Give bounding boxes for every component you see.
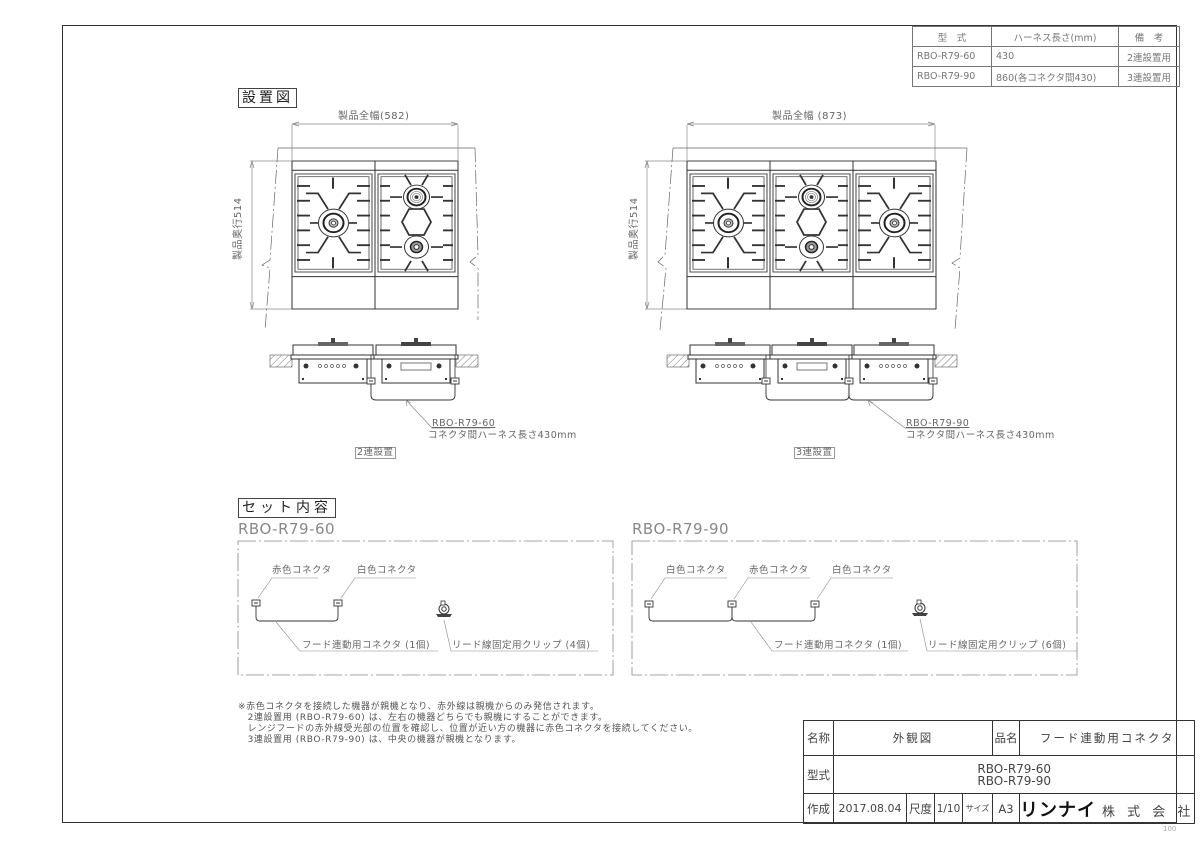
two-unit-leader-model: RBO-R79-60 — [432, 418, 496, 429]
kit60-connector-red: 赤色コネクタ — [272, 565, 332, 576]
size-label: サイズ — [962, 793, 993, 824]
header-remarks: 備 考 — [1118, 26, 1180, 47]
kit60-harness: フード連動用コネクタ (1個) — [302, 640, 431, 651]
header-harness-length: ハーネス長さ(mm) — [991, 26, 1119, 47]
model-values: RBO-R79-60 RBO-R79-90 — [832, 755, 1196, 794]
kit90-model: RBO-R79-90 — [632, 520, 730, 538]
section-title-set-contents: セット内容 — [238, 498, 336, 518]
note-line: レンジフードの赤外線受光部の位置を確認し、位置が近い方の機器に赤色コネクタを接続… — [238, 724, 698, 734]
kit90-box — [631, 540, 1078, 676]
spec-table-header: 型 式 ハーネス長さ(mm) 備 考 — [912, 26, 1180, 47]
model-value: RBO-R79-60 — [977, 761, 1052, 776]
product-value: フード連動用コネクタ — [1018, 720, 1196, 756]
spec-table: 型 式 ハーネス長さ(mm) 備 考 RBO-R79-60 430 2連設置用 … — [912, 26, 1180, 87]
created-label: 作成 — [803, 793, 834, 824]
kit60-box — [237, 540, 614, 676]
kit60-connector-white: 白色コネクタ — [357, 565, 417, 576]
title-block-row-model: 型式 RBO-R79-60 RBO-R79-90 — [803, 755, 1196, 794]
kit90-connector-white-left: 白色コネクタ — [666, 565, 726, 576]
cell-model: RBO-R79-90 — [912, 66, 992, 87]
company-cell: リンナイ株 式 会 社 — [1018, 793, 1196, 824]
cell-note: 2連設置用 — [1118, 46, 1180, 67]
cell-model: RBO-R79-60 — [912, 46, 992, 67]
name-label: 名称 — [803, 720, 834, 756]
cell-note: 3連設置用 — [1118, 66, 1180, 87]
cell-length: 860(各コネクタ間430) — [991, 66, 1119, 87]
name-value: 外観図 — [833, 720, 993, 756]
two-unit-plan-view — [249, 121, 479, 331]
kit90-connector-white-right: 白色コネクタ — [832, 565, 892, 576]
note-line: 3連設置用 (RBO-R79-90) は、中央の機器が親機となります。 — [238, 735, 522, 745]
cell-length: 430 — [991, 46, 1119, 67]
header-model: 型 式 — [912, 26, 992, 47]
three-unit-depth-label: 製品奥行514 — [629, 197, 640, 260]
kit90-clip: リード線固定用クリップ (6個) — [928, 640, 1067, 651]
two-unit-leader-desc: コネクタ間ハーネス長さ430mm — [428, 430, 577, 441]
company-suffix: 株 式 会 社 — [1102, 804, 1195, 820]
scale-value: 1/10 — [934, 793, 963, 824]
company-logo: リンナイ — [1020, 799, 1096, 821]
note-line: ※赤色コネクタを接続した機器が親機となり、赤外線は親機からのみ発信されます。 — [238, 702, 600, 712]
three-unit-leader-model: RBO-R79-90 — [906, 418, 970, 429]
kit60-model: RBO-R79-60 — [238, 520, 336, 538]
note-line: 2連設置用 (RBO-R79-60) は、左右の機器どちらでも親機にすることがで… — [238, 713, 608, 723]
kit90-drawing — [644, 577, 1077, 652]
size-value: A3 — [992, 793, 1020, 824]
two-unit-caption: 2連設置 — [355, 447, 396, 459]
title-block-row-name: 名称 外観図 品名 フード連動用コネクタ — [803, 720, 1196, 756]
model-label: 型式 — [803, 755, 834, 794]
title-block-row-info: 作成 2017.08.04 尺度 1/10 サイズ A3 リンナイ株 式 会 社 — [803, 793, 1196, 824]
three-unit-width-label: 製品全幅 (873) — [772, 111, 848, 122]
kit60-drawing — [251, 577, 598, 652]
two-unit-width-label: 製品全幅(582) — [338, 111, 410, 122]
page-code: 100 — [1163, 825, 1177, 833]
created-date: 2017.08.04 — [833, 793, 907, 824]
drawing-frame — [62, 25, 1177, 823]
section-title-installation: 設置図 — [238, 88, 297, 108]
three-unit-elevation — [666, 337, 960, 429]
scale-label: 尺度 — [906, 793, 935, 824]
notes: ※赤色コネクタを接続した機器が親機となり、赤外線は親機からのみ発信されます。 2… — [238, 702, 698, 746]
product-label: 品名 — [992, 720, 1020, 756]
two-unit-elevation — [269, 337, 490, 429]
title-block: 名称 外観図 品名 フード連動用コネクタ 型式 RBO-R79-60 RBO-R… — [803, 720, 1196, 824]
kit90-connector-red-center: 赤色コネクタ — [749, 565, 809, 576]
two-unit-depth-label: 製品奥行514 — [233, 197, 244, 260]
kit60-clip: リード線固定用クリップ (4個) — [452, 640, 591, 651]
spec-table-row: RBO-R79-90 860(各コネクタ間430) 3連設置用 — [912, 66, 1180, 87]
three-unit-caption: 3連設置 — [794, 447, 835, 459]
three-unit-leader-desc: コネクタ間ハーネス長さ430mm — [906, 430, 1055, 441]
model-value: RBO-R79-90 — [977, 773, 1052, 788]
spec-table-row: RBO-R79-60 430 2連設置用 — [912, 46, 1180, 67]
kit90-harness: フード連動用コネクタ (1個) — [774, 640, 903, 651]
three-unit-plan-view — [644, 121, 968, 331]
